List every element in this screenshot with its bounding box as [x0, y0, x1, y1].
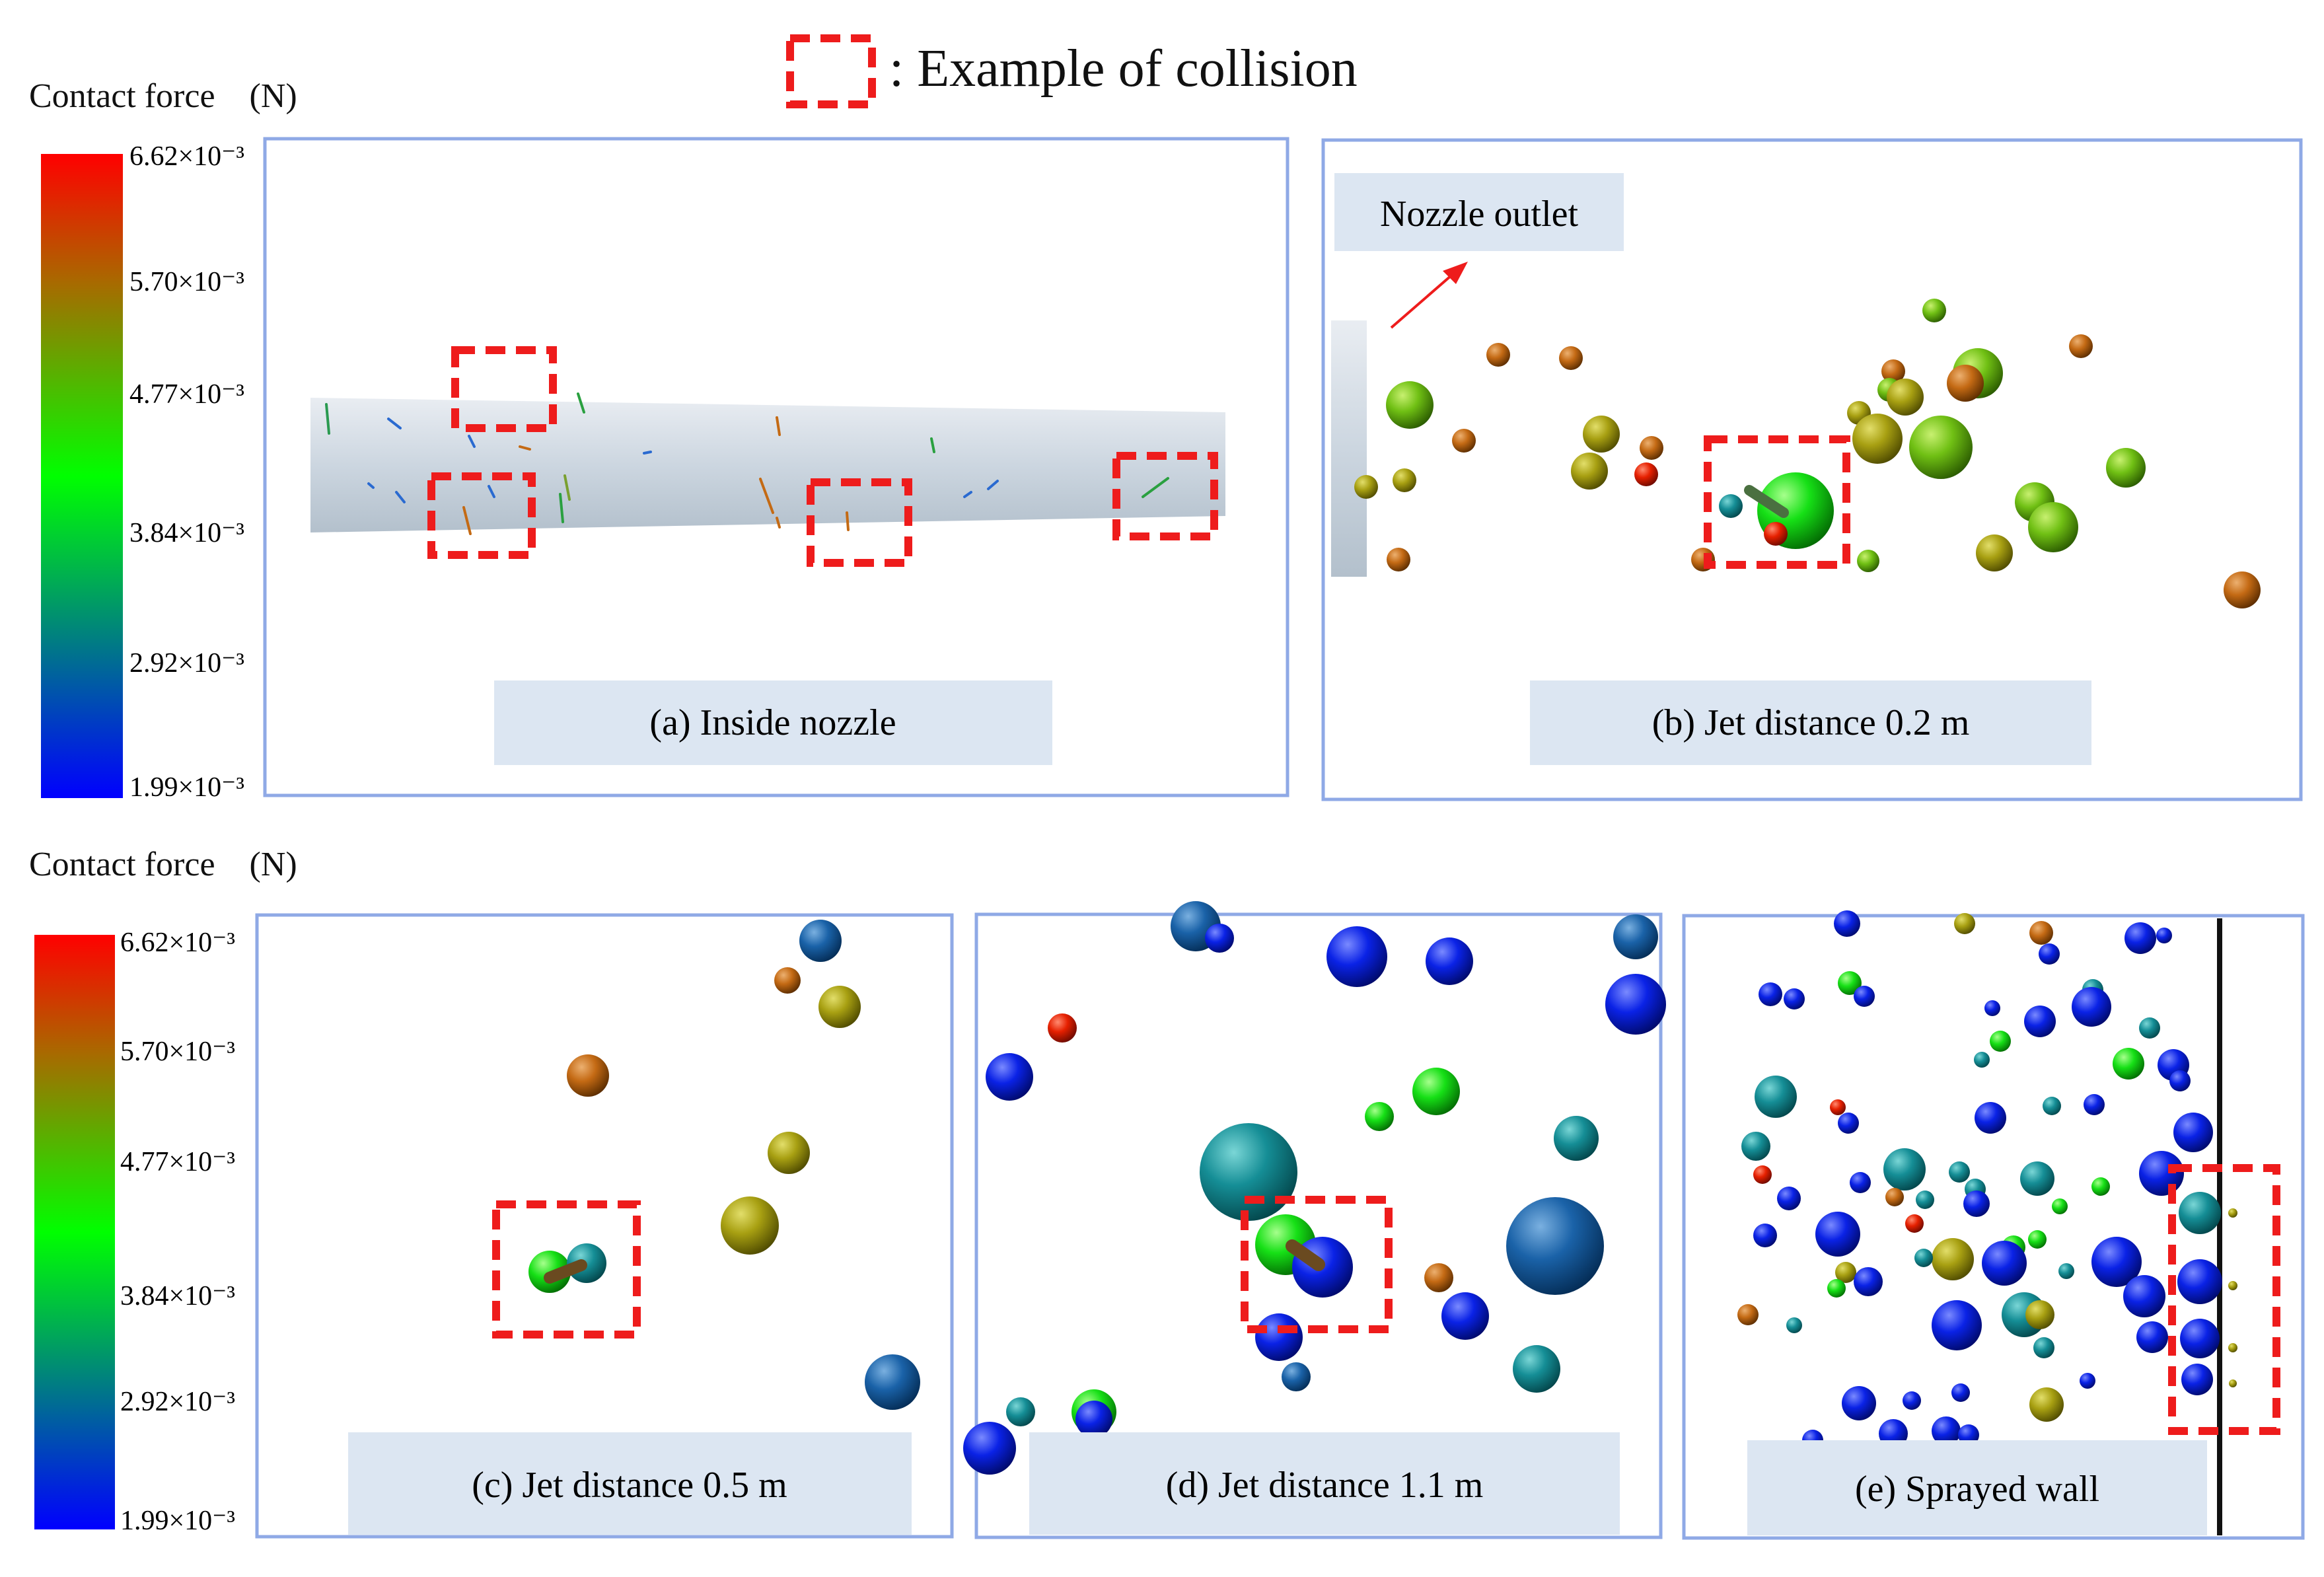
panel-caption: (a) Inside nozzle — [649, 702, 896, 743]
particles — [963, 901, 1666, 1475]
collision-box — [1704, 435, 1850, 569]
collision-box — [807, 478, 912, 567]
caption-box — [494, 680, 1052, 765]
tick-label: 2.92×10⁻³ — [120, 1387, 235, 1417]
tick-label: 2.92×10⁻³ — [129, 648, 244, 678]
tick-label: 6.62×10⁻³ — [120, 928, 235, 958]
particles — [528, 920, 920, 1410]
collision-key: : Example of collision — [786, 34, 1358, 108]
collision-box — [492, 1200, 641, 1339]
legend-title: Contact force (N) — [29, 77, 297, 115]
tick-label: 1.99×10⁻³ — [120, 1506, 235, 1536]
collision-box — [1241, 1196, 1393, 1333]
annotation-arrow — [1390, 270, 1458, 329]
key-label: : Example of collision — [889, 40, 1358, 98]
arrow-head-icon — [1443, 262, 1468, 284]
caption-box — [1530, 680, 2091, 765]
legend-title: Contact force (N) — [29, 846, 297, 883]
nozzle-body — [310, 398, 1225, 532]
panel-caption: (b) Jet distance 0.2 m — [1652, 702, 1970, 743]
tick-label: 6.62×10⁻³ — [129, 141, 244, 172]
collision-box — [451, 346, 557, 432]
tick-label: 4.77×10⁻³ — [129, 379, 244, 410]
panel-e-sprayed-wall: (e) Sprayed wall — [1682, 910, 2305, 1540]
tick-label: 3.84×10⁻³ — [129, 518, 244, 548]
tick-label: 5.70×10⁻³ — [129, 267, 244, 297]
panel-caption: (d) Jet distance 1.1 m — [1166, 1465, 1484, 1506]
caption-box — [1029, 1432, 1620, 1535]
particle-streaks — [325, 392, 1169, 535]
collision-box — [1112, 452, 1218, 540]
panel-d-jet-distance-1-1: (d) Jet distance 1.1 m — [963, 901, 1666, 1539]
tick-label: 1.99×10⁻³ — [129, 772, 244, 803]
nozzle-outlet-label: Nozzle outlet — [1380, 194, 1579, 235]
colorbar — [34, 935, 115, 1529]
tick-label: 4.77×10⁻³ — [120, 1147, 235, 1177]
particles — [1354, 299, 2261, 608]
annotation-box — [1334, 173, 1624, 251]
caption-box — [1747, 1440, 2207, 1535]
tick-label: 3.84×10⁻³ — [120, 1281, 235, 1311]
particles — [1737, 910, 2237, 1451]
colorbar-legend-bottom: Contact force (N) 6.62×10⁻³ 5.70×10⁻³ 4.… — [29, 846, 297, 1536]
colorbar-legend-top: Contact force (N) 6.62×10⁻³ 5.70×10⁻³ 4.… — [29, 77, 297, 803]
caption-box — [348, 1432, 912, 1535]
nozzle-outlet — [1331, 320, 1367, 577]
key-dashed-box — [786, 34, 876, 108]
colorbar — [41, 154, 123, 798]
panel-a-inside-nozzle: (a) Inside nozzle — [263, 137, 1289, 797]
collision-box — [427, 472, 536, 559]
panel-c-jet-distance-0-5: (c) Jet distance 0.5 m — [255, 913, 954, 1539]
panel-caption: (e) Sprayed wall — [1855, 1469, 2099, 1510]
panel-caption: (c) Jet distance 0.5 m — [472, 1465, 787, 1506]
tick-label: 5.70×10⁻³ — [120, 1037, 235, 1067]
panel-b-jet-distance-0-2: Nozzle outlet — [1321, 138, 2303, 801]
